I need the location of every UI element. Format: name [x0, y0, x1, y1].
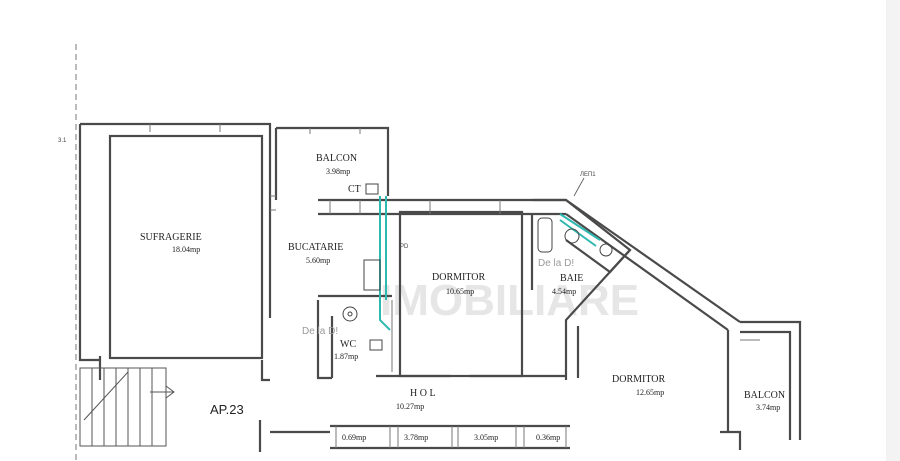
room-name-bucatarie: BUCATARIE — [288, 242, 343, 253]
room-name-dormitor-1: DORMITOR — [432, 272, 485, 283]
level-marker: 3.1 — [58, 138, 67, 144]
room-name-wc: WC — [340, 339, 356, 350]
partitions — [149, 124, 760, 448]
room-area-hol: 10.27mp — [396, 402, 424, 411]
ct-label: CT — [348, 184, 361, 195]
bottom-area-1: 0.69mp — [342, 433, 366, 442]
room-area-baie: 4.54mp — [552, 287, 576, 296]
room-area-balcon-top: 3.98mp — [326, 167, 350, 176]
stairs — [79, 367, 175, 447]
plumbing-lines — [379, 196, 601, 331]
stamp-text-2: De la D! — [538, 258, 574, 269]
room-area-sufragerie: 18.04mp — [172, 245, 200, 254]
fixtures — [342, 183, 613, 351]
room-area-dormitor-2: 12.65mp — [636, 388, 664, 397]
stamp-text-1: De la D! — [302, 326, 338, 337]
note-label: ЛЕП1 — [580, 172, 596, 178]
room-area-wc: 1.87mp — [334, 352, 358, 361]
room-name-hol: H O L — [410, 388, 436, 399]
room-name-baie: BAIE — [560, 273, 583, 284]
right-edge-strip — [886, 0, 900, 461]
room-area-balcon-right: 3.74mp — [756, 403, 780, 412]
room-name-sufragerie: SUFRAGERIE — [140, 232, 202, 243]
bottom-area-2: 3.78mp — [404, 433, 428, 442]
bottom-area-4: 0.36mp — [536, 433, 560, 442]
room-name-balcon-top: BALCON — [316, 153, 357, 164]
apartment-label: AP.23 — [210, 402, 244, 417]
room-area-dormitor-1: 10.65mp — [446, 287, 474, 296]
room-name-balcon-right: BALCON — [744, 390, 785, 401]
room-name-dormitor-2: DORMITOR — [612, 374, 665, 385]
watermark: IMOBILIARE — [380, 276, 639, 325]
pd-label: PD — [400, 244, 409, 250]
bottom-area-3: 3.05mp — [474, 433, 498, 442]
room-area-bucatarie: 5.60mp — [306, 256, 330, 265]
